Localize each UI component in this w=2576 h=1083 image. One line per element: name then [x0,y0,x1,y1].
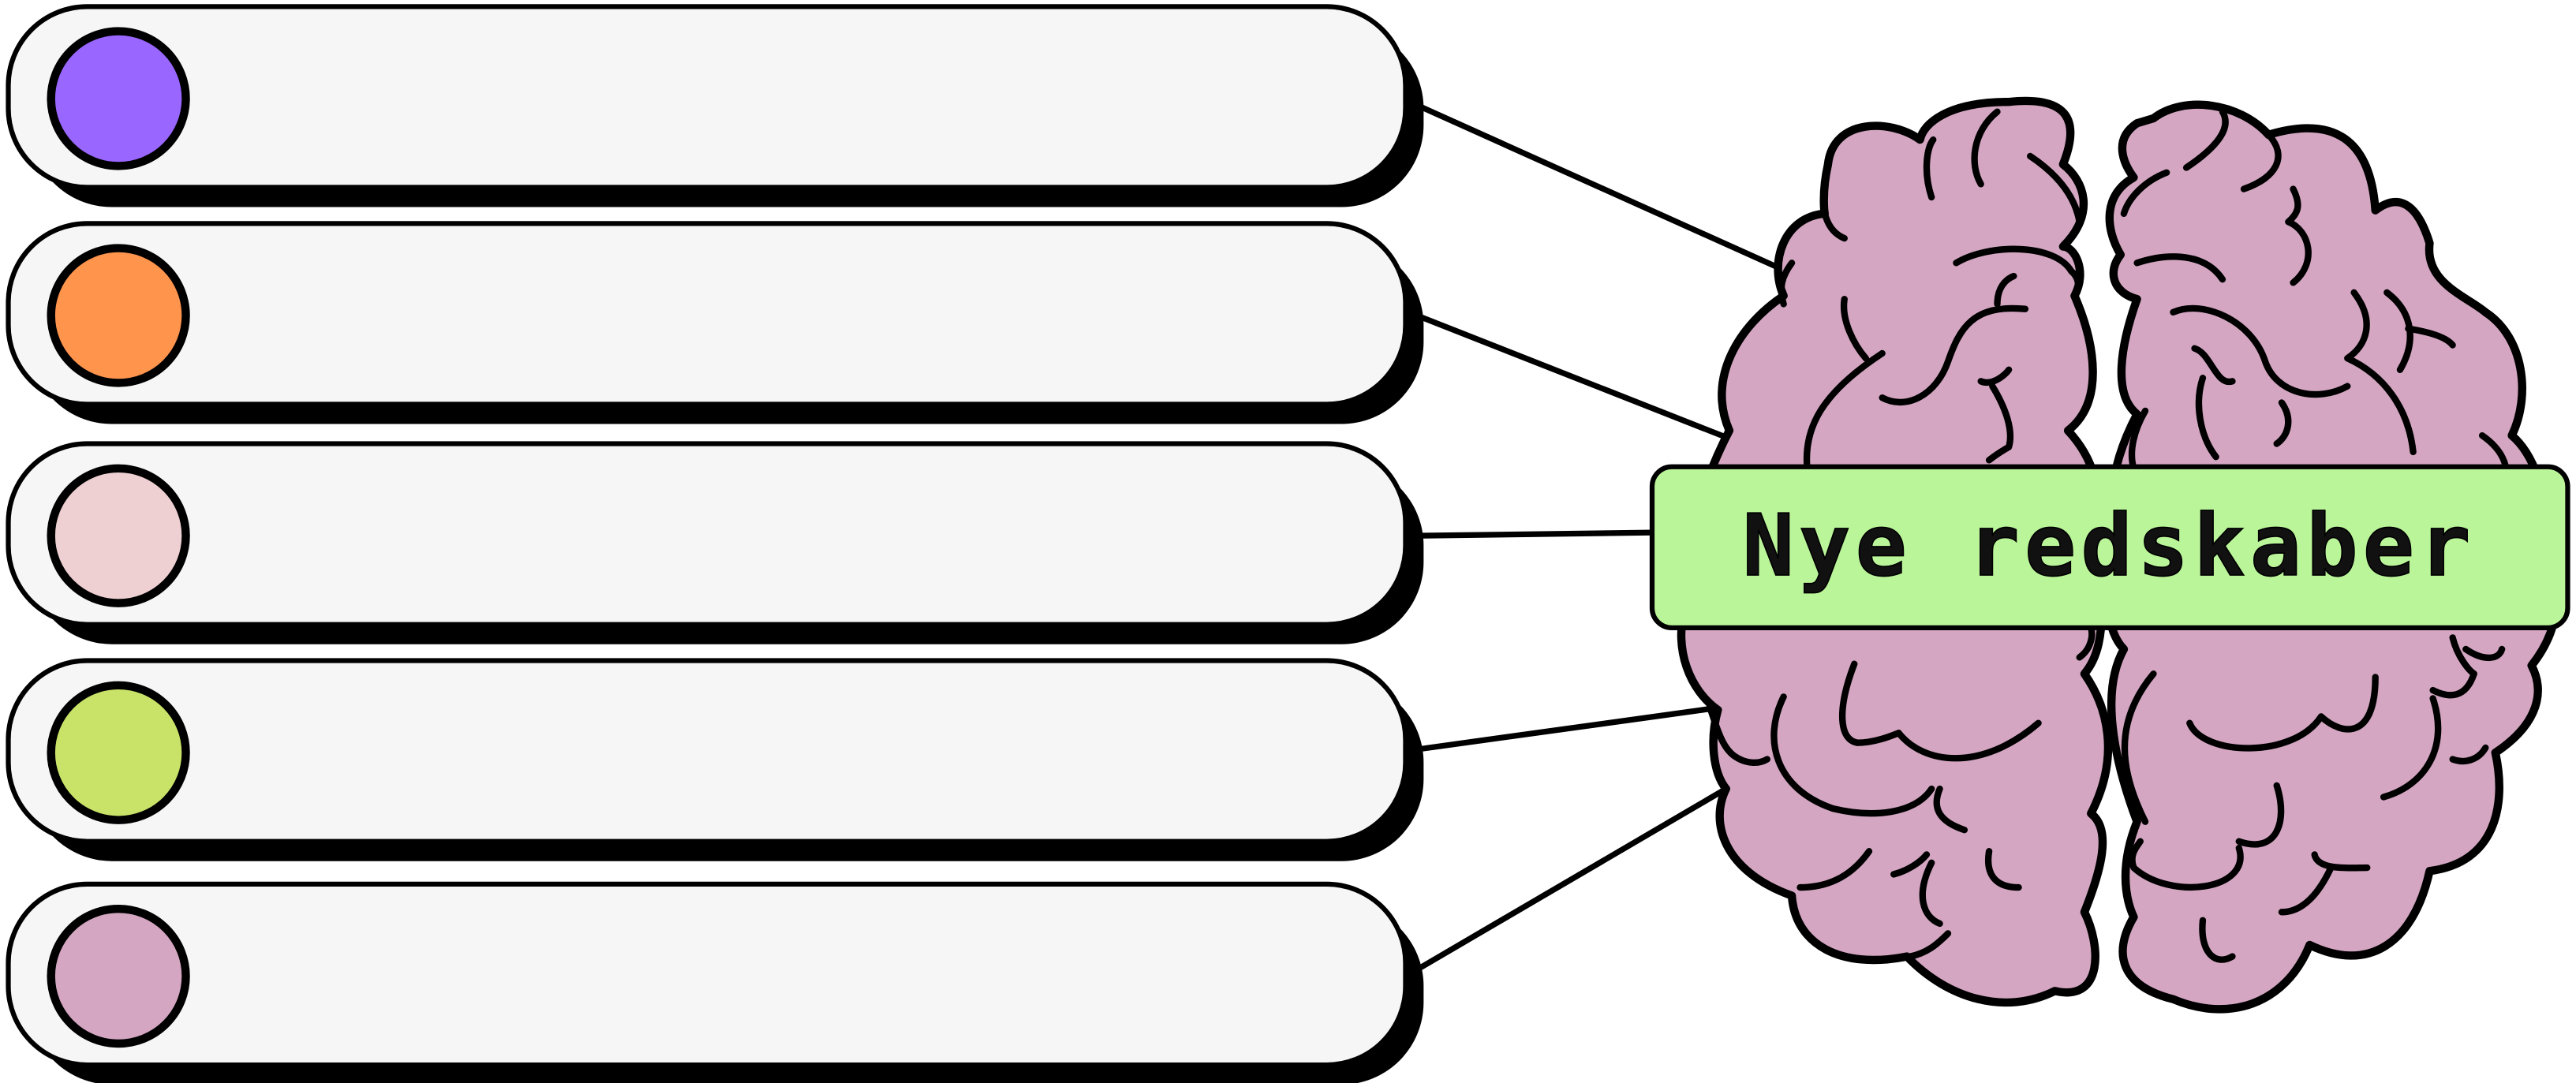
list-item [6,4,1424,207]
connector-line [1417,529,1661,539]
list-item-pill [6,4,1408,190]
title-banner-box [1649,464,2570,631]
color-dot-icon [47,904,190,1048]
list-item [6,441,1424,644]
list-item [6,881,1424,1083]
list-item [6,221,1424,424]
color-dot-icon [47,464,190,607]
color-dot-icon [47,244,190,387]
color-dot-icon [47,681,190,824]
color-dot-icon [47,27,190,170]
connector-line [1415,786,1728,973]
list-item-pill [6,658,1408,844]
item-list [6,4,1424,1083]
list-item-pill [6,441,1408,627]
connector-line [1415,103,1777,269]
connector-lines [1415,103,1777,973]
connector-line [1415,312,1744,446]
title-banner: Nye redskaber [1649,464,2570,631]
connector-line [1416,704,1727,752]
list-item-pill [6,221,1408,407]
title-text: Nye redskaber [1743,495,2476,596]
list-item-pill [6,881,1408,1068]
list-item [6,658,1424,861]
